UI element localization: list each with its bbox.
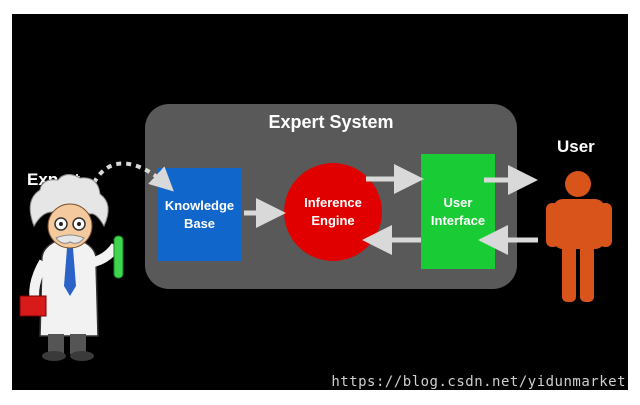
user-figure-icon (546, 171, 612, 302)
expert-to-knowledge-arrow (88, 161, 174, 193)
inference-engine-label-line2: Engine (311, 213, 355, 228)
knowledge-base-label-line1: Knowledge (164, 197, 235, 213)
inference-engine-label-line1: Inference (304, 195, 362, 210)
user-interface-label-line2: Interface (430, 212, 486, 228)
knowledge-base-box: Knowledge Base (158, 168, 241, 261)
watermark-url: https://blog.csdn.net/yidunmarket (331, 374, 626, 390)
expert-system-title: Expert System (268, 112, 394, 132)
user-interface-label-line1: User (443, 194, 473, 210)
expert-figure-icon (19, 174, 124, 361)
knowledge-base-label-line2: Base (183, 215, 216, 231)
user-label: User (557, 137, 595, 156)
